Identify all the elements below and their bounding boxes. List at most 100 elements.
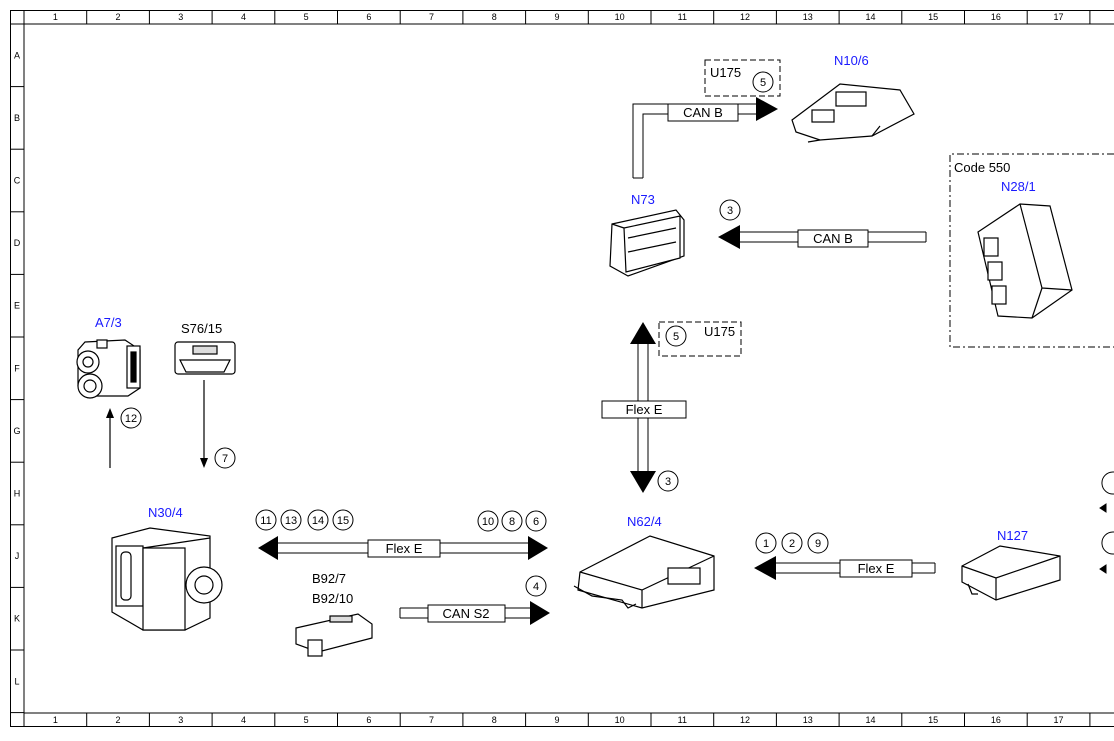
grid-column-label: 11 — [678, 715, 687, 725]
bus-flex-e-main: Flex E — [258, 536, 548, 560]
callout-11: 11 — [260, 515, 271, 527]
component-n10-6: N10/6 — [792, 53, 914, 142]
bus-can-b-top: CAN B — [633, 97, 778, 178]
a7-3-device-icon — [77, 340, 140, 398]
svg-text:3: 3 — [727, 205, 733, 217]
callout-8: 8 — [509, 516, 515, 528]
bus-flex-e-right: Flex E — [754, 556, 935, 580]
callout-12: 12 — [121, 408, 141, 428]
grid-column-label: 7 — [429, 12, 434, 22]
grid-column-label: 7 — [429, 715, 434, 725]
grid-column-label: 1 — [53, 12, 58, 22]
grid-row-label: C — [14, 176, 21, 186]
grid-column-label: 4 — [241, 715, 246, 725]
svg-text:7: 7 — [222, 453, 228, 465]
grid-column-label: 10 — [615, 12, 625, 22]
grid-row-label: H — [14, 489, 21, 499]
grid-column-label: 15 — [928, 12, 938, 22]
callout-7: 7 — [215, 448, 235, 468]
grid-column-label: 16 — [991, 12, 1001, 22]
bus-can-s2: CAN S2 — [400, 601, 550, 625]
grid-column-label: 12 — [740, 715, 750, 725]
callout-15: 15 — [337, 515, 349, 527]
grid-column-label: 5 — [304, 12, 309, 22]
grid-column-label: 2 — [116, 12, 121, 22]
svg-text:Flex E: Flex E — [386, 541, 423, 556]
callout-4: 4 — [526, 576, 546, 596]
grid-column-label: 14 — [865, 12, 875, 22]
n127-module-icon — [962, 546, 1060, 600]
b92-sensor-icon — [296, 614, 372, 656]
component-n127: N127 — [962, 528, 1060, 600]
arrow-a7-3-in — [106, 408, 114, 468]
label-n30-4: N30/4 — [148, 505, 183, 520]
grid-column-label: 8 — [492, 12, 497, 22]
n28-1-module-icon — [978, 204, 1072, 318]
label-b92-10: B92/10 — [312, 591, 353, 606]
svg-text:Flex E: Flex E — [626, 402, 663, 417]
grid-row-label: K — [14, 614, 20, 624]
grid-column-label: 3 — [178, 12, 183, 22]
grid-row-label: D — [14, 238, 21, 248]
component-s76-15: S76/15 — [175, 321, 235, 374]
grid-column-label: 8 — [492, 715, 497, 725]
grid-column-label: 5 — [304, 715, 309, 725]
grid-row-label: E — [14, 301, 20, 311]
grid-column-label: 14 — [865, 715, 875, 725]
svg-text:4: 4 — [533, 581, 539, 593]
bus-flex-e-vertical: Flex E — [602, 322, 686, 493]
box-u175-top: U175 5 — [705, 60, 780, 96]
grid-column-label: 10 — [615, 715, 625, 725]
grid-row-label: A — [14, 50, 20, 60]
n62-4-module-icon — [574, 536, 714, 608]
grid-column-label: 17 — [1054, 12, 1064, 22]
grid-column-label: 1 — [53, 715, 58, 725]
callout-14: 14 — [312, 515, 324, 527]
grid-column-label: 13 — [803, 12, 813, 22]
grid-column-label: 9 — [554, 12, 559, 22]
callout-6: 6 — [533, 516, 539, 528]
grid-column-label: 9 — [554, 715, 559, 725]
grid-row-label: B — [14, 113, 20, 123]
component-n73: N73 — [610, 192, 684, 276]
arrow-s76-15-out — [200, 380, 208, 468]
callout-13: 13 — [285, 515, 297, 527]
callout-1: 1 — [763, 538, 769, 550]
grid-row-label: L — [14, 676, 19, 686]
callout-group-left: 11 13 14 15 — [256, 510, 353, 530]
grid-row-label: G — [13, 426, 20, 436]
bus-can-b-mid: CAN B — [718, 225, 926, 249]
label-n73: N73 — [631, 192, 655, 207]
label-a7-3: A7/3 — [95, 315, 122, 330]
grid-column-label: 6 — [366, 715, 371, 725]
box-u175-mid: 5 U175 — [659, 322, 741, 356]
label-b92-7: B92/7 — [312, 571, 346, 586]
callout-9: 9 — [815, 538, 821, 550]
callout-10: 10 — [482, 516, 494, 528]
grid-column-label: 15 — [928, 715, 938, 725]
label-u175-top: U175 — [710, 65, 741, 80]
svg-text:3: 3 — [665, 476, 671, 488]
grid-column-label: 17 — [1054, 715, 1064, 725]
component-b92: B92/7 B92/10 — [296, 571, 372, 656]
grid-row-label: F — [14, 363, 20, 373]
box-code-550: Code 550 N28/1 — [950, 154, 1114, 347]
svg-text:CAN B: CAN B — [813, 231, 853, 246]
grid-column-label: 6 — [366, 12, 371, 22]
grid-column-label: 12 — [740, 12, 750, 22]
callout-5-top: 5 — [760, 77, 766, 89]
label-n10-6: N10/6 — [834, 53, 869, 68]
grid-column-label: 3 — [178, 715, 183, 725]
grid-column-label: 13 — [803, 715, 813, 725]
grid-row-label: J — [15, 551, 20, 561]
callout-group-right: 10 8 6 — [478, 511, 546, 531]
component-n30-4: N30/4 — [112, 505, 222, 630]
label-code-550: Code 550 — [954, 160, 1010, 175]
label-u175-mid: U175 — [704, 324, 735, 339]
n30-4-module-icon — [112, 528, 222, 630]
n10-6-module-icon — [792, 84, 914, 142]
grid-column-label: 4 — [241, 12, 246, 22]
grid-column-label: 11 — [678, 12, 687, 22]
